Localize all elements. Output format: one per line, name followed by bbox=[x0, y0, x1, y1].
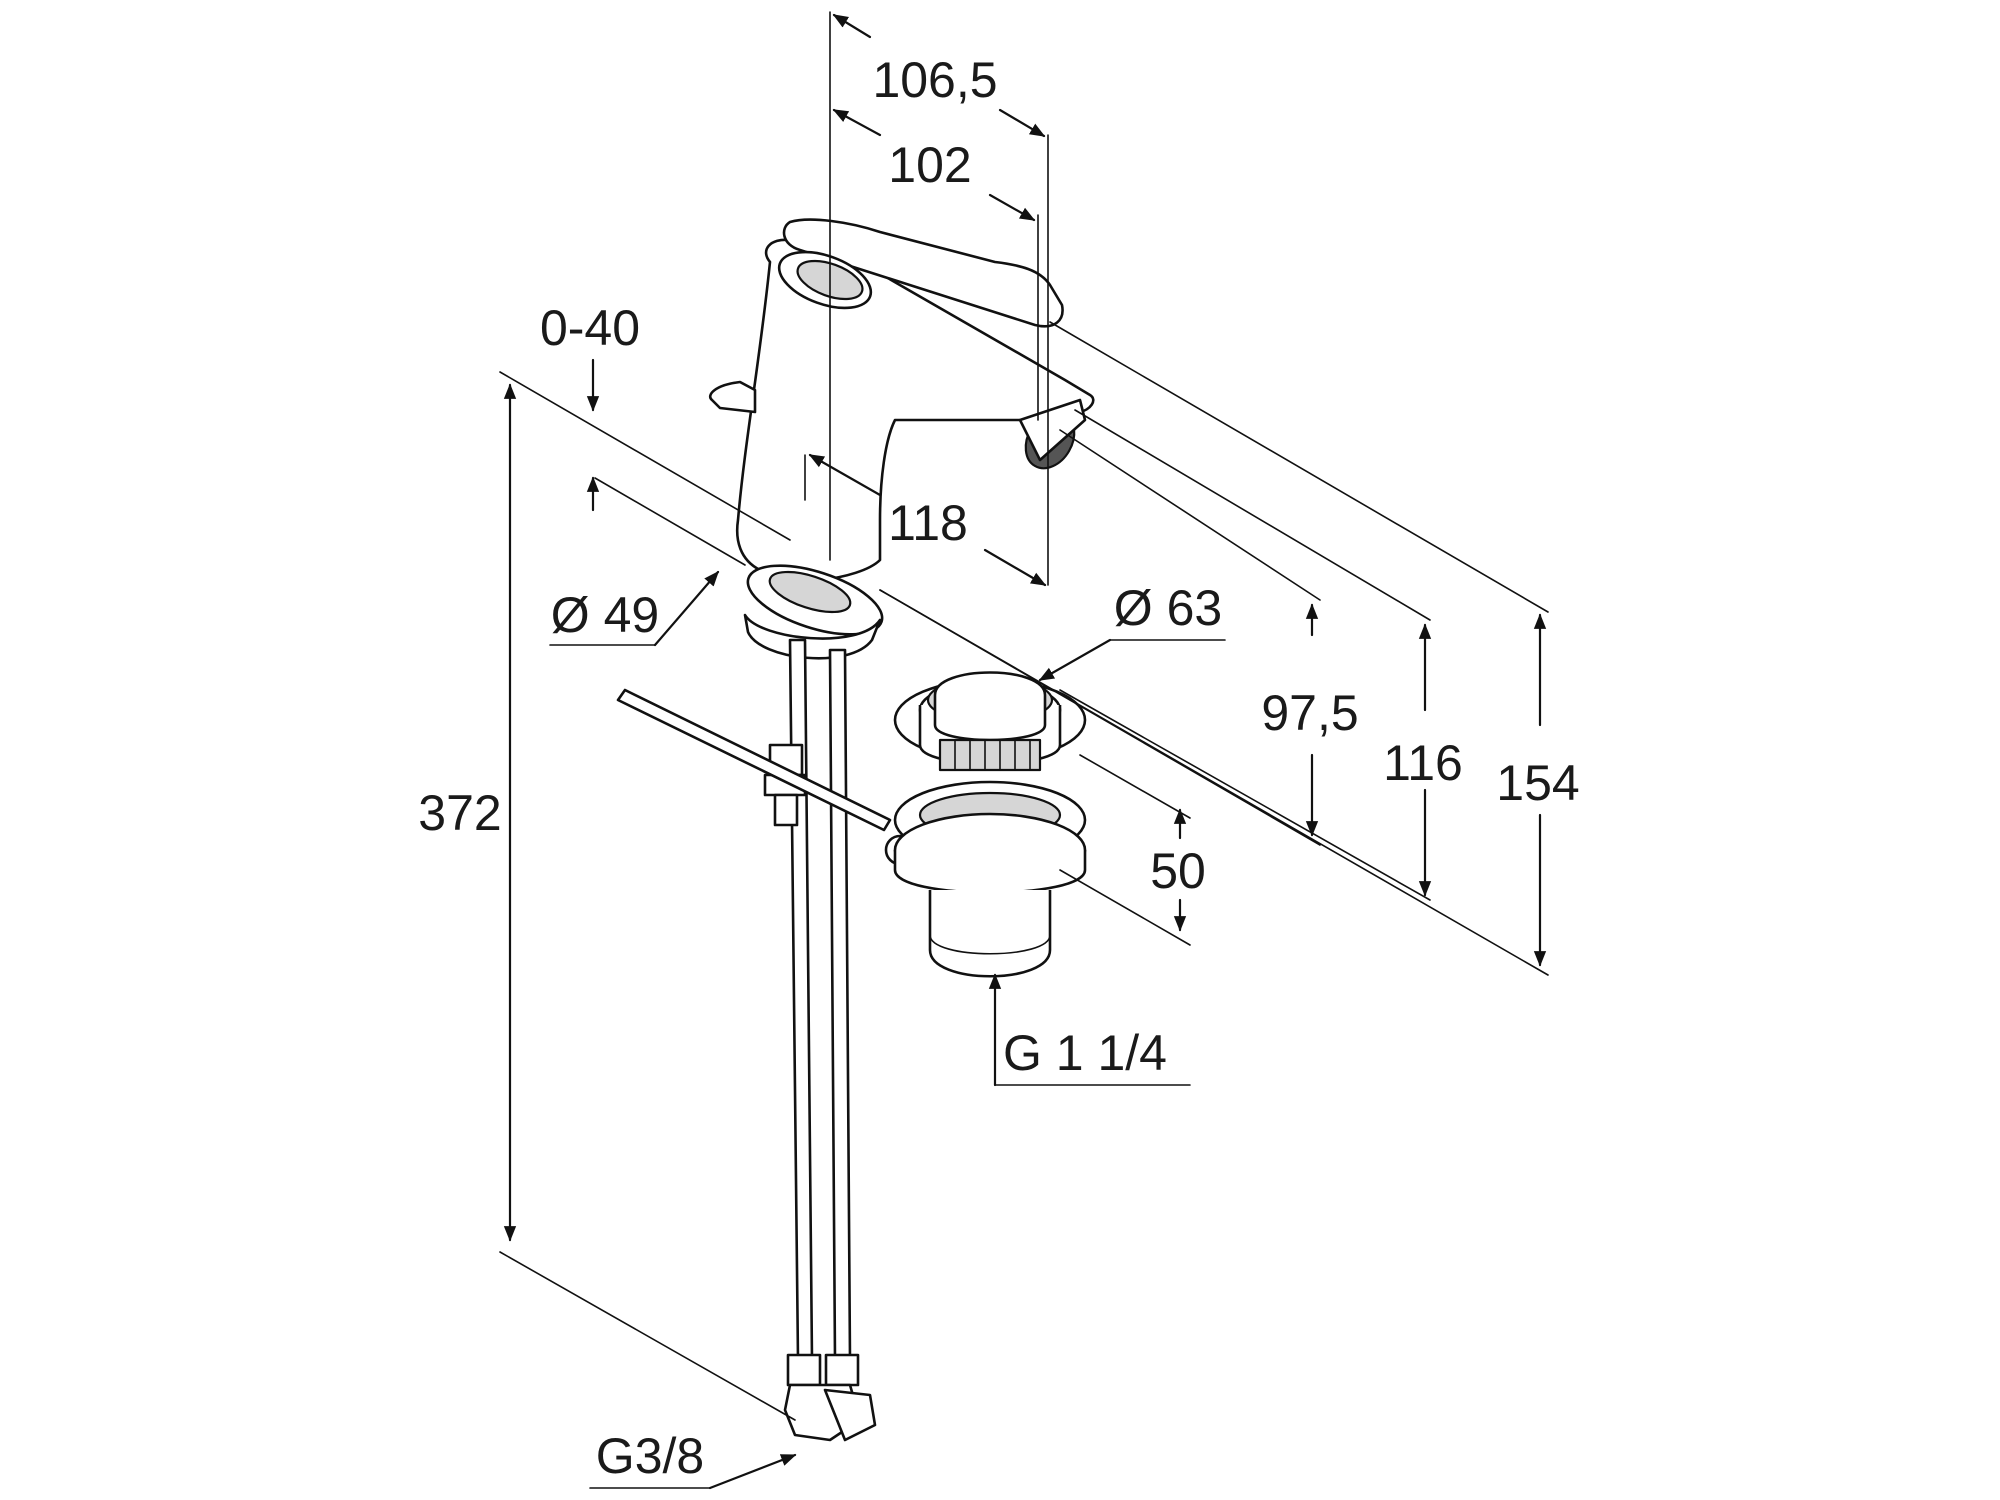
label-0-40: 0-40 bbox=[540, 300, 640, 356]
label-97-5: 97,5 bbox=[1261, 685, 1358, 741]
label-diameter-49: Ø 49 bbox=[551, 587, 659, 643]
label-118: 118 bbox=[888, 495, 968, 551]
label-116: 116 bbox=[1383, 735, 1463, 791]
label-154: 154 bbox=[1496, 755, 1579, 811]
label-106-5: 106,5 bbox=[872, 52, 997, 108]
label-50: 50 bbox=[1150, 843, 1206, 899]
dim-106-5: 106,5 bbox=[829, 11, 1049, 586]
label-diameter-63: Ø 63 bbox=[1114, 580, 1222, 636]
dim-102: 102 bbox=[832, 108, 1039, 421]
popup-waste bbox=[893, 671, 1087, 978]
dim-50: 50 bbox=[1059, 754, 1206, 946]
label-g3-8: G3/8 bbox=[596, 1428, 704, 1484]
dim-97-5: 97,5 bbox=[879, 429, 1359, 846]
dim-0-40: 0-40 bbox=[540, 300, 746, 566]
dim-154: 154 bbox=[879, 321, 1580, 976]
dim-116: 116 bbox=[1059, 409, 1463, 901]
dim-diameter-49: Ø 49 bbox=[549, 570, 720, 647]
dim-372: 372 bbox=[418, 371, 796, 1421]
dim-thread-g114: G 1 1/4 bbox=[988, 973, 1191, 1087]
dim-thread-g38: G3/8 bbox=[589, 1428, 797, 1490]
label-102: 102 bbox=[888, 137, 971, 193]
dim-118: 118 bbox=[804, 453, 1047, 587]
label-g-1-1-4: G 1 1/4 bbox=[1003, 1025, 1167, 1081]
supply-hoses bbox=[763, 638, 877, 1442]
dim-diameter-63: Ø 63 bbox=[1038, 580, 1226, 682]
label-372: 372 bbox=[418, 785, 501, 841]
faucet-body bbox=[709, 218, 1095, 660]
